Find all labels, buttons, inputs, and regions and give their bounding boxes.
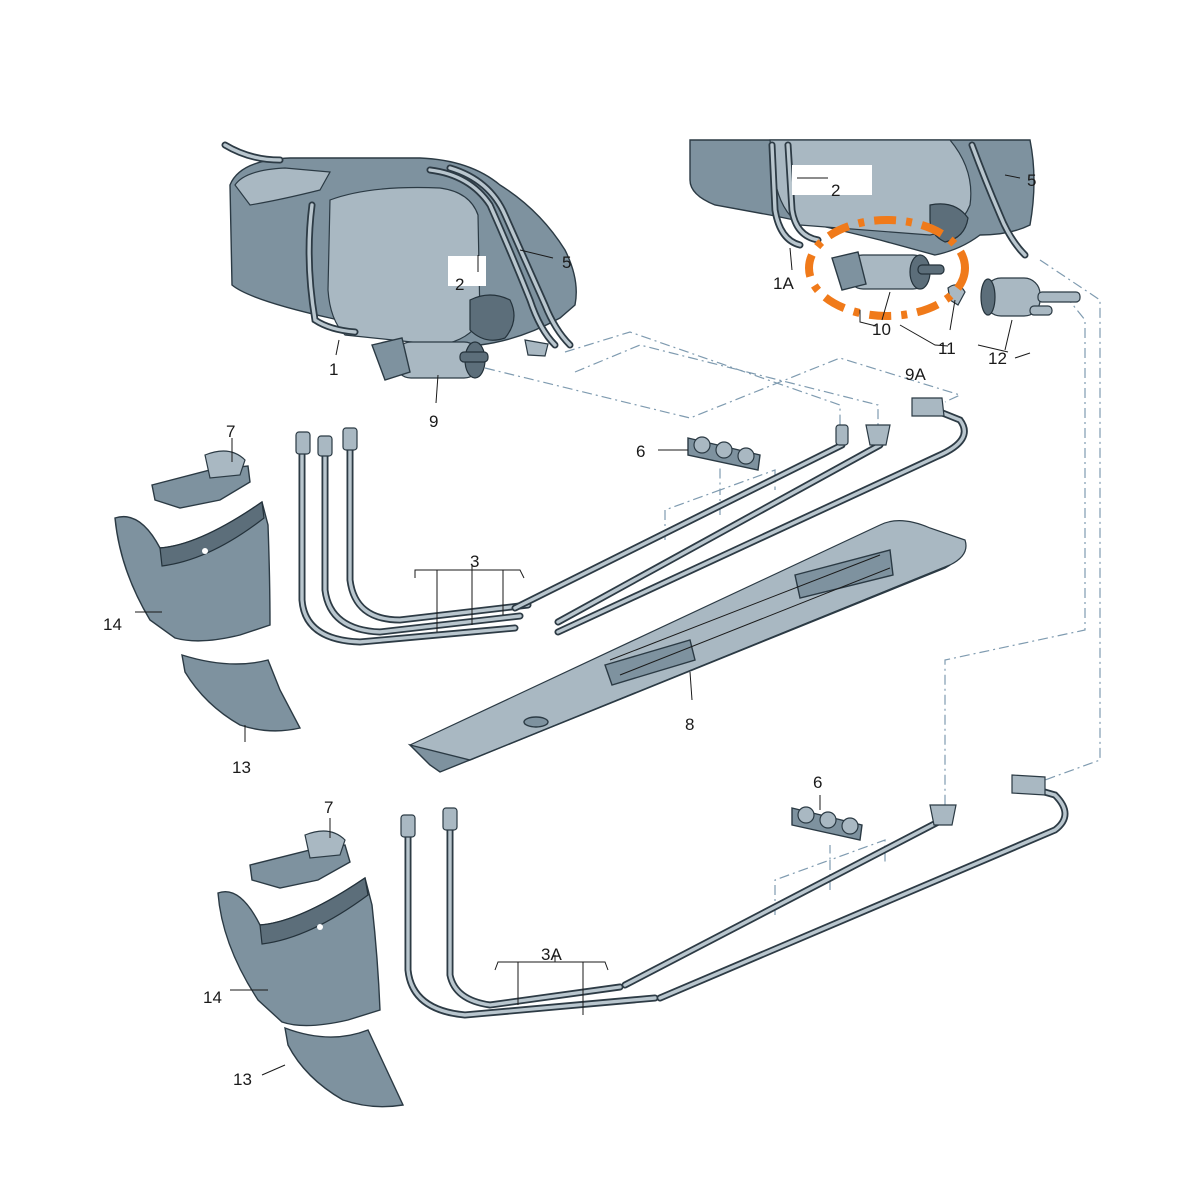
cover-item-14-bottom	[217, 876, 381, 1027]
fuel-lines-item-3	[295, 397, 968, 646]
callout-2-right: 2	[831, 181, 840, 200]
callout-5-left: 5	[562, 253, 571, 272]
callout-2-left: 2	[455, 275, 464, 294]
callout-1: 1	[329, 360, 338, 379]
callout-3: 3	[470, 552, 479, 571]
fuel-tank-right	[689, 139, 1035, 259]
callout-10: 10	[872, 320, 891, 339]
callout-9A: 9A	[905, 365, 926, 384]
callout-6-bottom: 6	[813, 773, 822, 792]
cover-item-14-top	[114, 500, 271, 642]
clip-item-7-top	[151, 450, 251, 509]
pipe-clip-item-6-top	[687, 436, 761, 471]
callout-14-bottom: 14	[203, 988, 222, 1007]
callout-6-top: 6	[636, 442, 645, 461]
fuel-filter-right	[831, 251, 945, 291]
fuel-lines-item-3A	[400, 774, 1069, 1019]
fuel-filter-left	[371, 337, 549, 381]
callout-labels: 1 9 2 5 2 5 1A 10 11 12 9A 6 7 3 14 8 13…	[103, 171, 1036, 1089]
callout-leader-lines	[135, 174, 1031, 1076]
underbody-tray-item-8	[407, 520, 967, 773]
guard-item-13-bottom	[284, 1026, 405, 1108]
callout-9: 9	[429, 412, 438, 431]
fuel-tank-left	[221, 141, 577, 349]
callout-11: 11	[938, 339, 956, 358]
guard-item-13-top	[181, 653, 302, 732]
highlight-circle	[805, 216, 969, 320]
callout-7-bottom: 7	[324, 798, 333, 817]
callout-3A: 3A	[541, 945, 562, 964]
callout-7-top: 7	[226, 422, 235, 441]
pipe-clip-item-6-bottom	[791, 806, 863, 841]
callout-14-top: 14	[103, 615, 122, 634]
callout-8: 8	[685, 715, 694, 734]
callout-13-bottom: 13	[233, 1070, 252, 1089]
callout-13-top: 13	[232, 758, 251, 777]
fuel-filter-item-12	[980, 277, 1081, 317]
callout-12: 12	[988, 349, 1007, 368]
clip-item-7-bottom	[249, 830, 351, 889]
callout-1A: 1A	[773, 274, 794, 293]
callout-5-right: 5	[1027, 171, 1036, 190]
